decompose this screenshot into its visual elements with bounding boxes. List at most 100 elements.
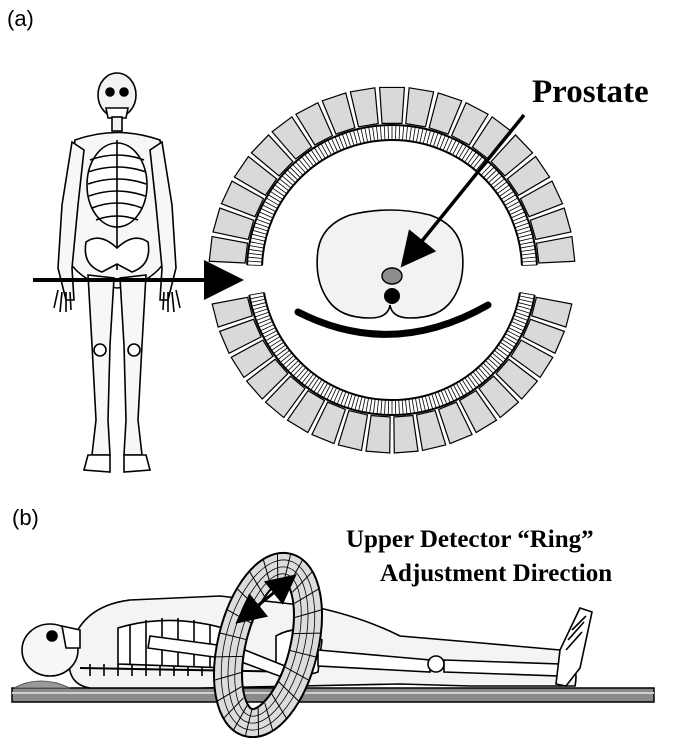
detector-hatch-upper (248, 257, 263, 258)
standing-skeleton (54, 73, 180, 472)
detector-hatch-lower (502, 339, 515, 347)
detector-hatch-upper (413, 127, 415, 142)
detector-hatch-upper (519, 242, 534, 245)
body-cross-section (298, 210, 488, 334)
detector-hatch-lower (385, 400, 386, 415)
detector-hatch-upper (365, 128, 368, 143)
detector-hatch-lower (465, 378, 473, 390)
detector-hatch-lower (267, 336, 280, 344)
detector-hatch-lower (278, 350, 290, 359)
detector-hatch-lower (314, 380, 322, 393)
detector-hatch-lower (505, 334, 518, 341)
detector-hatch-upper (350, 131, 354, 145)
detector-hatch-upper (321, 144, 328, 157)
detector-hatch-lower (492, 353, 504, 363)
detector-hatch-lower (288, 360, 299, 370)
detector-hatch-upper (420, 128, 423, 143)
detector-block-upper (380, 87, 405, 123)
detector-hatch-upper (293, 164, 303, 175)
detector-hatch-upper (357, 129, 361, 144)
detector-hatch-lower (428, 395, 432, 409)
detector-hatch-upper (290, 167, 301, 178)
detector-hatch-upper (433, 133, 438, 147)
detector-hatch-lower (373, 399, 375, 414)
detector-hatch-upper (361, 128, 364, 143)
detector-hatch-upper (275, 185, 287, 194)
detector-hatch-lower (290, 363, 301, 374)
detector-hatch-upper (253, 230, 267, 234)
detector-hatch-lower (470, 374, 479, 386)
detector-hatch-lower (264, 331, 277, 338)
detector-hatch-upper (508, 205, 521, 212)
detector-hatch-lower (450, 386, 457, 399)
detector-hatch-lower (399, 400, 400, 415)
detector-hatch-upper (505, 198, 518, 205)
detector-hatch-lower (311, 378, 319, 390)
detector-hatch-lower (419, 397, 422, 412)
detector-hatch-upper (353, 130, 357, 144)
detector-hatch-lower (283, 355, 294, 365)
detector-hatch-upper (521, 257, 536, 258)
detector-hatch-lower (415, 398, 418, 413)
detector-hatch-lower (252, 302, 267, 306)
detector-hatch-upper (470, 154, 479, 166)
detector-hatch-upper (248, 253, 263, 255)
detector-hatch-upper (520, 246, 535, 249)
detector-hatch-upper (311, 150, 319, 162)
detector-hatch-lower (262, 328, 275, 335)
detector-hatch-upper (250, 242, 265, 245)
detector-hatch-lower (249, 293, 264, 296)
detector-hatch-upper (270, 191, 283, 199)
detector-hatch-lower (271, 342, 283, 350)
detector-block-lower (394, 416, 418, 453)
detector-hatch-upper (507, 201, 520, 208)
detector-hatch-lower (462, 380, 470, 393)
detector-hatch-upper (497, 185, 509, 194)
detector-hatch-upper (249, 246, 264, 249)
detector-hatch-lower (500, 342, 512, 350)
detector-hatch-upper (266, 198, 279, 205)
rectum-shape (384, 288, 400, 304)
detector-hatch-upper (402, 125, 403, 140)
detector-hatch-lower (473, 372, 482, 384)
detector-block-upper (406, 88, 434, 127)
detector-hatch-lower (481, 365, 491, 376)
detector-hatch-upper (247, 265, 262, 266)
detector-hatch-lower (516, 309, 530, 313)
detector-hatch-upper (252, 234, 267, 238)
detector-hatch-lower (447, 388, 453, 402)
detector-hatch-lower (366, 398, 369, 413)
detector-hatch-lower (330, 388, 336, 402)
detector-hatch-lower (409, 399, 411, 414)
detector-hatch-lower (293, 365, 303, 376)
detector-hatch-lower (327, 386, 334, 399)
detector-hatch-upper (427, 130, 431, 144)
detector-hatch-upper (254, 227, 268, 231)
detector-hatch-upper (406, 126, 408, 141)
detector-hatch-upper (495, 182, 507, 191)
detector-block-upper (209, 237, 247, 263)
detector-hatch-upper (465, 150, 473, 162)
detector-hatch-lower (317, 381, 325, 394)
detector-hatch-lower (490, 355, 501, 365)
detector-hatch-lower (254, 309, 268, 313)
detector-hatch-lower (250, 296, 265, 299)
detector-hatch-lower (299, 370, 309, 381)
detector-hatch-lower (351, 395, 355, 409)
detector-hatch-upper (247, 261, 262, 262)
detector-hatch-upper (453, 142, 460, 155)
detector-hatch-upper (384, 125, 385, 140)
detector-hatch-upper (522, 261, 537, 262)
detector-hatch-lower (402, 400, 403, 415)
detector-hatch-lower (370, 398, 372, 413)
detector-hatch-upper (522, 265, 537, 266)
detector-hatch-lower (302, 372, 311, 384)
detector-hatch-upper (282, 176, 293, 186)
detector-hatch-upper (279, 179, 291, 188)
ring-label-line2: Adjustment Direction (380, 560, 612, 587)
detector-hatch-lower (453, 385, 460, 398)
detector-hatch-lower (520, 293, 535, 296)
detector-hatch-upper (519, 238, 534, 241)
detector-block-upper (350, 88, 378, 127)
